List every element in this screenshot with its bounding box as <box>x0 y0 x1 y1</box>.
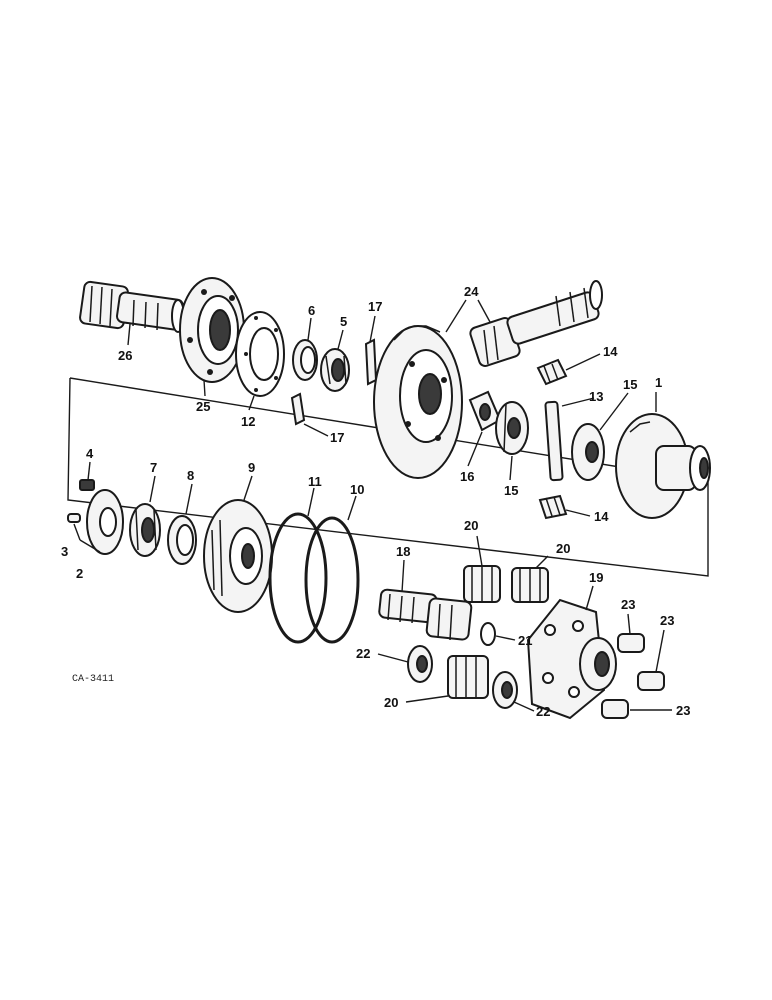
callout-24: 24 <box>464 284 479 299</box>
callout-17-lower: 17 <box>330 430 344 445</box>
part-22-bearing-right <box>492 671 518 709</box>
leader-lines <box>73 299 672 712</box>
callout-26: 26 <box>118 348 132 363</box>
part-3-dowel-pin <box>67 513 81 523</box>
part-14-pinion-gear-lower <box>538 494 568 520</box>
part-23-bushing-top <box>617 633 645 653</box>
part-15-side-gear-right <box>571 423 605 481</box>
part-9-bearing-carrier <box>203 499 273 613</box>
callout-5: 5 <box>340 314 347 329</box>
callout-7: 7 <box>150 460 157 475</box>
part-24-drive-pinion <box>469 280 603 367</box>
callout-22-left: 22 <box>356 646 370 661</box>
callout-23-middle: 23 <box>660 613 674 628</box>
callout-8: 8 <box>187 468 194 483</box>
part-1-differential-case <box>615 413 711 519</box>
callout-18: 18 <box>396 544 410 559</box>
part-11-o-ring <box>268 512 328 644</box>
part-22-bearing-left <box>407 645 433 683</box>
callout-13: 13 <box>589 389 603 404</box>
callout-22-right: 22 <box>536 704 550 719</box>
part-18-output-shaft <box>378 588 473 641</box>
callout-20-lower: 20 <box>384 695 398 710</box>
callout-15-left: 15 <box>504 483 518 498</box>
part-14-pinion-gear-upper <box>536 358 568 386</box>
part-24-ring-gear <box>373 325 463 479</box>
callout-16: 16 <box>460 469 474 484</box>
part-10-o-ring <box>304 516 360 644</box>
part-8-bearing-cup <box>167 515 197 565</box>
callout-17-upper: 17 <box>368 299 382 314</box>
part-17-lock-plate-lower <box>290 392 306 426</box>
callout-labels: 26 25 12 6 5 17 17 24 14 13 15 1 16 15 1… <box>61 284 690 719</box>
part-13-pinion-cross-shaft <box>544 400 564 482</box>
callout-12: 12 <box>241 414 255 429</box>
callout-11: 11 <box>308 474 322 489</box>
assembly-boundary-line <box>67 377 709 577</box>
callout-25: 25 <box>196 399 210 414</box>
part-20-gear-upper-left <box>463 565 501 603</box>
part-23-bushing-middle <box>637 671 665 691</box>
part-4-set-screw <box>79 479 95 491</box>
part-20-gear-lower <box>447 655 489 699</box>
callout-14-upper: 14 <box>603 344 618 359</box>
part-19-carrier-housing <box>526 598 617 720</box>
callout-4: 4 <box>86 446 94 461</box>
callout-14-lower: 14 <box>594 509 609 524</box>
drawing-code: CA-3411 <box>72 674 114 685</box>
callout-3: 3 <box>61 544 68 559</box>
callout-10: 10 <box>350 482 364 497</box>
part-16-thrust-washer <box>468 390 502 432</box>
callout-19: 19 <box>589 570 603 585</box>
part-12-shim-gasket <box>235 311 285 397</box>
part-7-bearing-cone <box>129 503 161 557</box>
callout-20-upper-left: 20 <box>464 518 478 533</box>
callout-23-top: 23 <box>621 597 635 612</box>
callout-23-bottom: 23 <box>676 703 690 718</box>
part-15-side-gear-left <box>495 401 529 455</box>
part-5-bearing-cone <box>320 348 350 392</box>
part-6-bearing-cup <box>292 339 318 381</box>
part-2-retainer-plate <box>86 489 124 555</box>
part-21-snap-ring <box>480 622 496 646</box>
callout-21: 21 <box>518 633 532 648</box>
part-20-gear-upper-right <box>511 567 549 603</box>
callout-1: 1 <box>655 375 662 390</box>
part-25-bearing-cage <box>179 277 245 383</box>
callout-2: 2 <box>76 566 83 581</box>
part-17-lock-plate-upper <box>364 338 378 386</box>
callout-6: 6 <box>308 303 315 318</box>
part-26-pinion-shaft <box>79 280 185 333</box>
callout-20-upper-right: 20 <box>556 541 570 556</box>
callout-15-right: 15 <box>623 377 637 392</box>
part-23-bushing-bottom <box>601 699 629 719</box>
callout-9: 9 <box>248 460 255 475</box>
